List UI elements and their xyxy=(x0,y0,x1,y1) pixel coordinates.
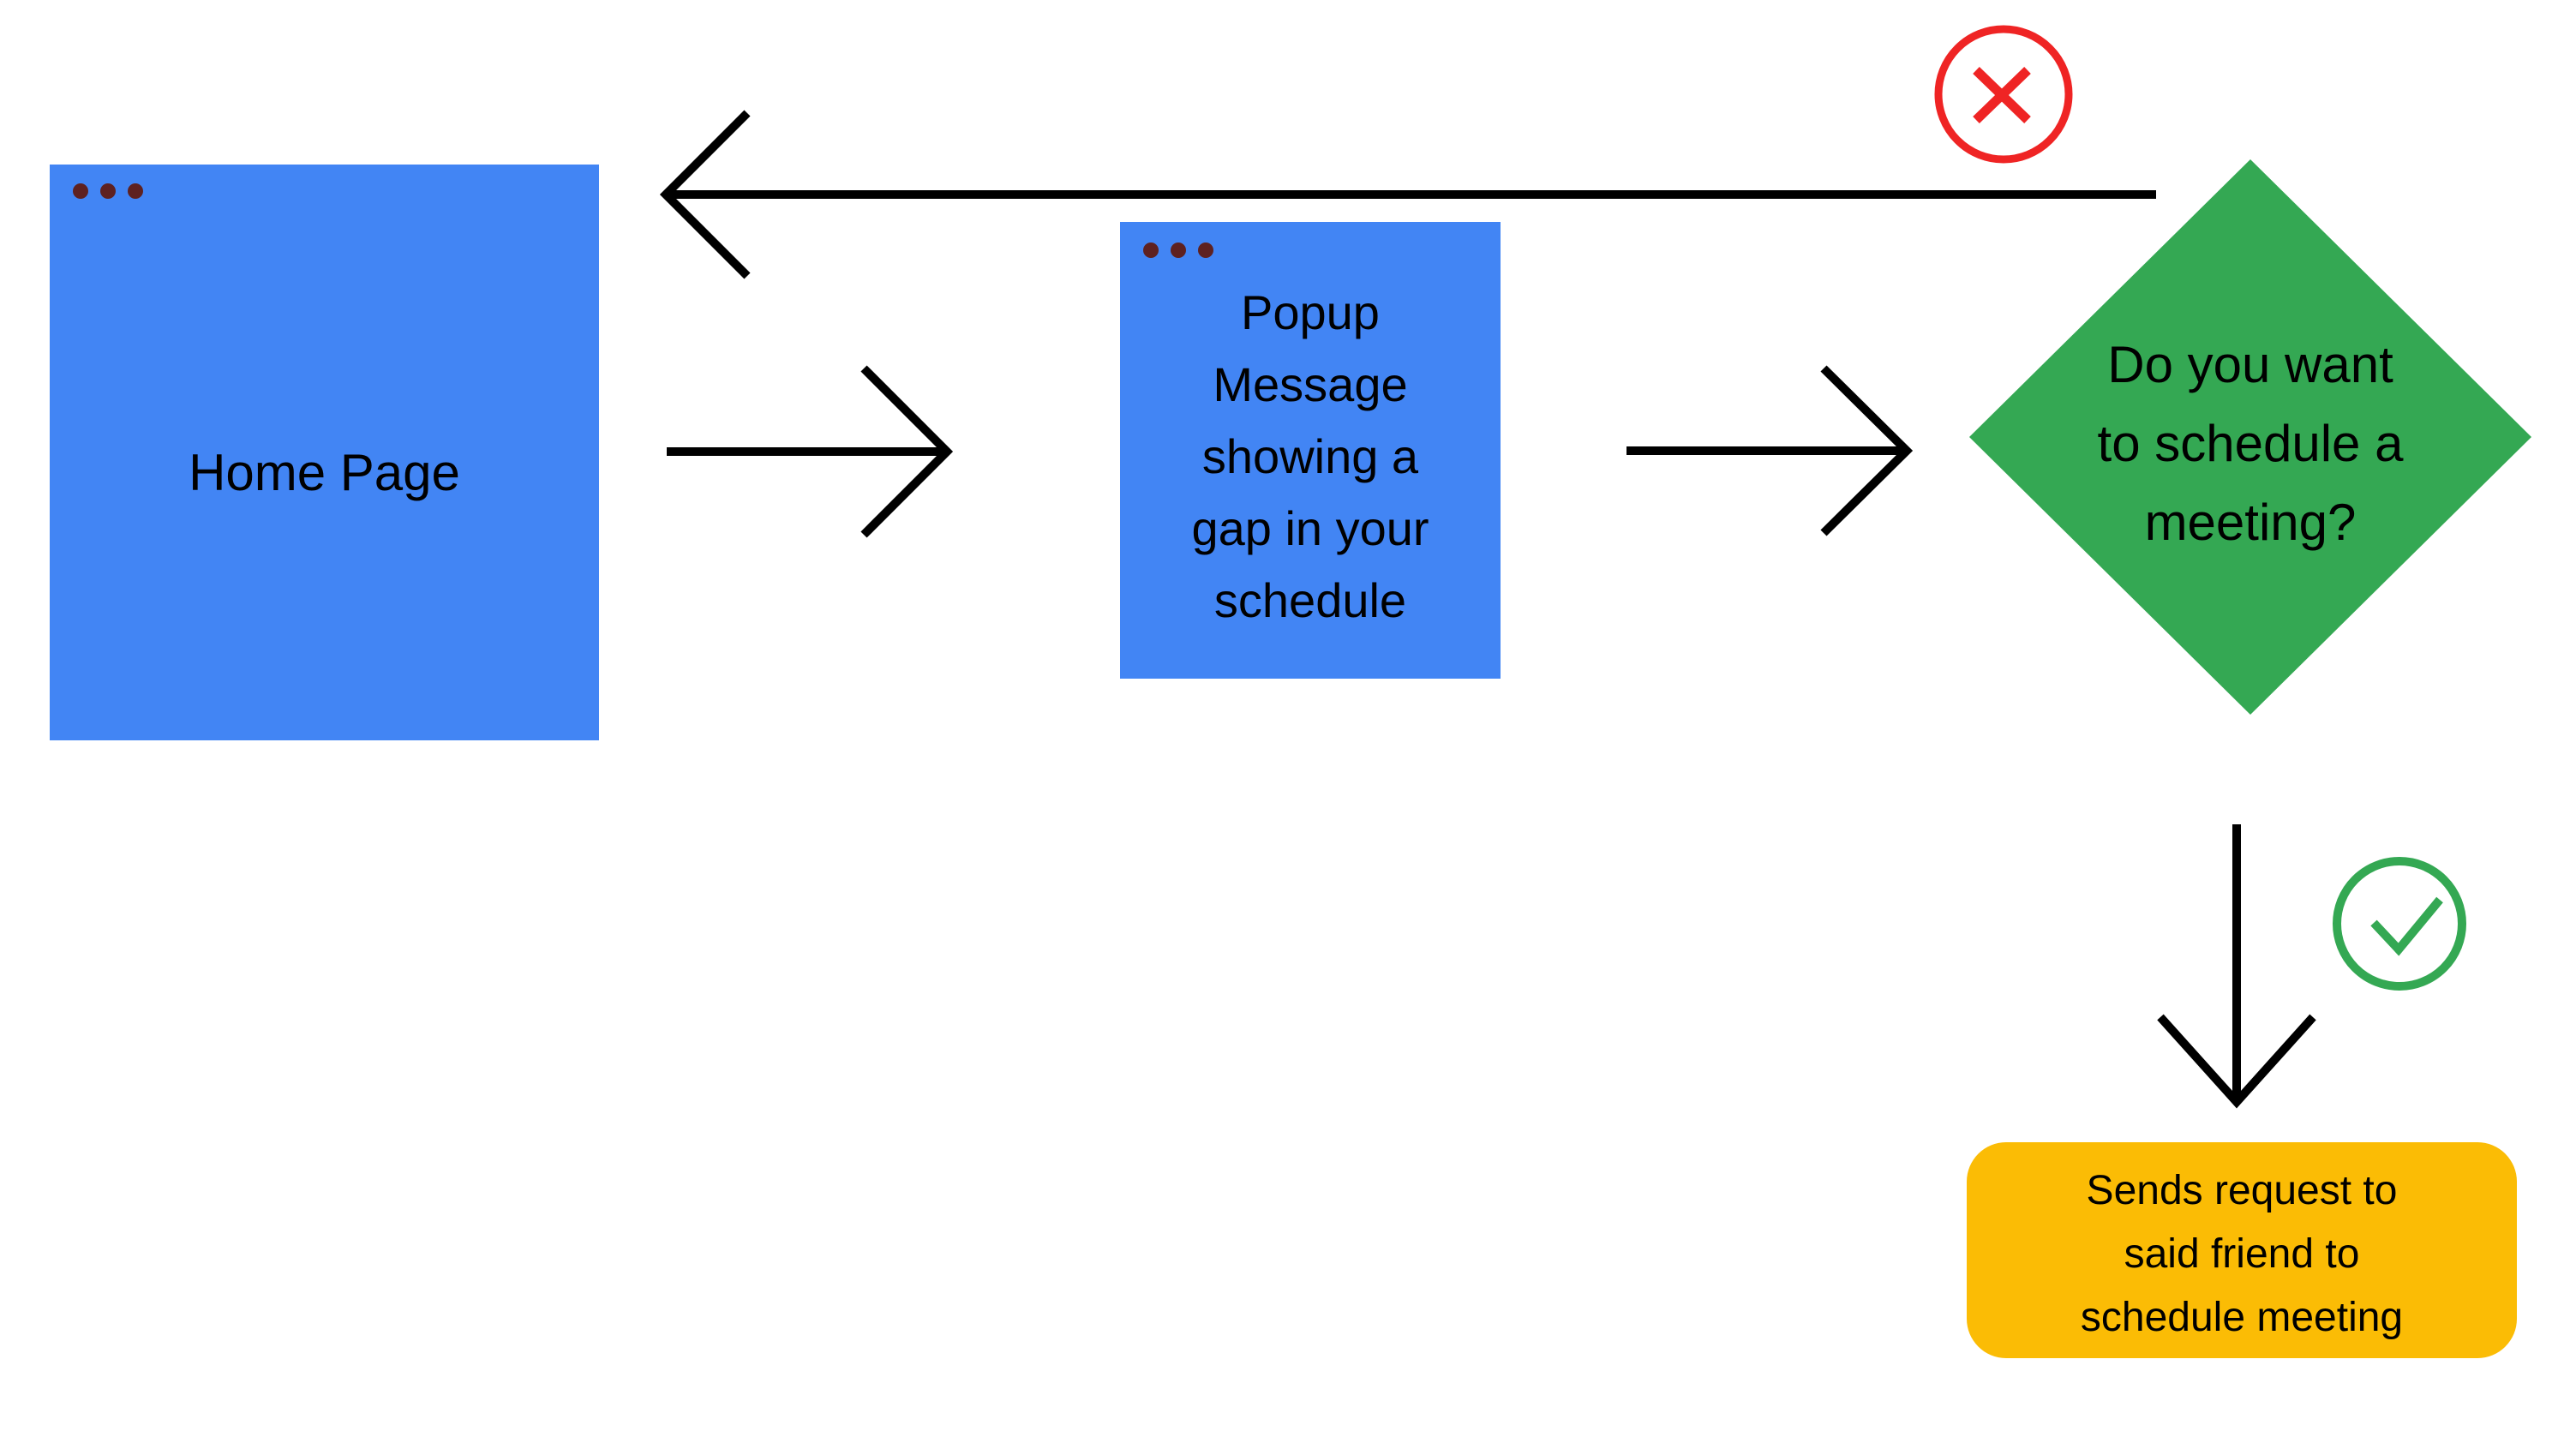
arrow-decision-to-outcome xyxy=(2157,824,2316,1109)
window-dot-icon xyxy=(128,183,143,199)
node-popup-message: Popup Message showing a gap in your sche… xyxy=(1120,222,1501,679)
arrow-decision-to-home xyxy=(659,110,2156,279)
window-dot-icon xyxy=(73,183,88,199)
window-dots-icon xyxy=(73,183,143,199)
arrow-home-to-popup xyxy=(667,365,954,538)
window-dot-icon xyxy=(100,183,116,199)
popup-message-label: Popup Message showing a gap in your sche… xyxy=(1191,284,1429,627)
window-dots-icon xyxy=(1143,242,1213,258)
arrow-popup-to-decision xyxy=(1626,365,1914,536)
node-outcome-request: Sends request to said friend to schedule… xyxy=(1967,1142,2517,1358)
window-dot-icon xyxy=(1143,242,1159,258)
decision-label: Do you want to schedule a meeting? xyxy=(2097,336,2404,551)
check-circle-icon xyxy=(2333,857,2466,991)
window-dot-icon xyxy=(1198,242,1213,258)
home-page-label: Home Page xyxy=(189,444,460,501)
outcome-label: Sends request to said friend to schedule… xyxy=(2080,1168,2404,1340)
x-circle-icon xyxy=(1934,25,2073,164)
node-home-page: Home Page xyxy=(50,165,599,740)
window-dot-icon xyxy=(1171,242,1186,258)
